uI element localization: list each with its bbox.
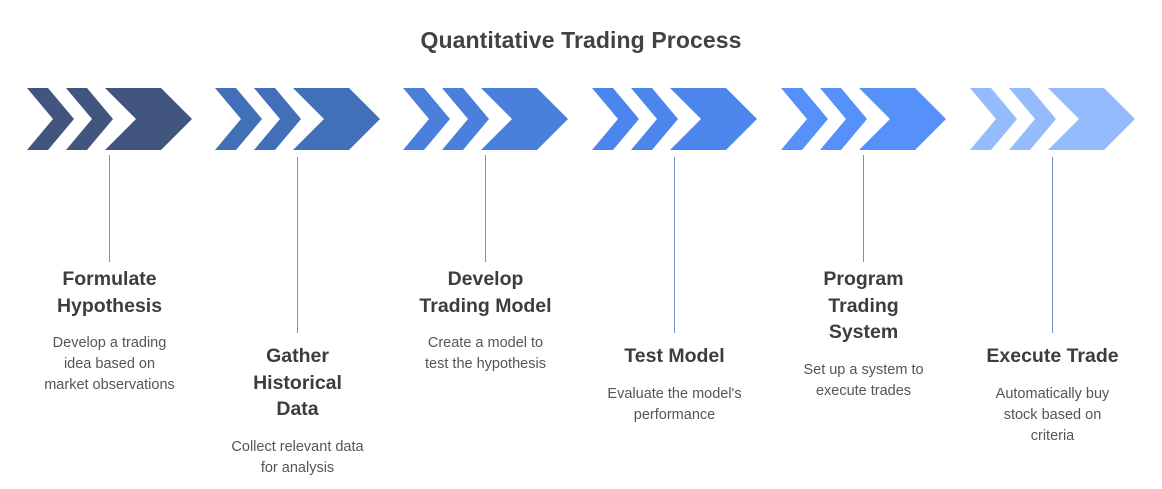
connector-line-step-2 — [296, 157, 299, 333]
step-description-1: Develop a trading idea based on market o… — [44, 335, 175, 393]
step-description-2: Collect relevant data for analysis — [231, 438, 364, 476]
step-title-3: Develop Trading Model — [419, 268, 552, 317]
step-title-4: Test Model — [624, 345, 725, 367]
step-title-5: Program Trading System — [823, 268, 904, 343]
chevron-arrow-step-1 — [27, 88, 192, 150]
connector-line-step-3 — [484, 155, 487, 262]
step-description-3: Create a model to test the hypothesis — [425, 335, 546, 372]
step-description-6: Automatically buy stock based on criteri… — [995, 385, 1110, 444]
page-title: Quantitative Trading Process — [420, 27, 742, 53]
step-title-1: Formulate Hypothesis — [56, 268, 163, 317]
connector-line-step-4 — [673, 157, 676, 333]
chevron-arrow-step-4 — [592, 88, 757, 150]
step-description-5: Set up a system to execute trades — [803, 361, 924, 399]
connector-line-step-6 — [1051, 157, 1054, 333]
connector-line-step-5 — [862, 155, 865, 262]
connector-line-step-1 — [108, 155, 111, 262]
step-title-6: Execute Trade — [986, 345, 1119, 367]
step-description-4: Evaluate the model's performance — [607, 385, 742, 423]
chevron-arrow-step-5 — [781, 88, 946, 150]
chevron-arrow-step-2 — [215, 88, 380, 150]
chevron-arrow-step-6 — [970, 88, 1135, 150]
chevron-arrow-step-3 — [403, 88, 568, 150]
step-title-2: Gather Historical Data — [253, 345, 342, 420]
